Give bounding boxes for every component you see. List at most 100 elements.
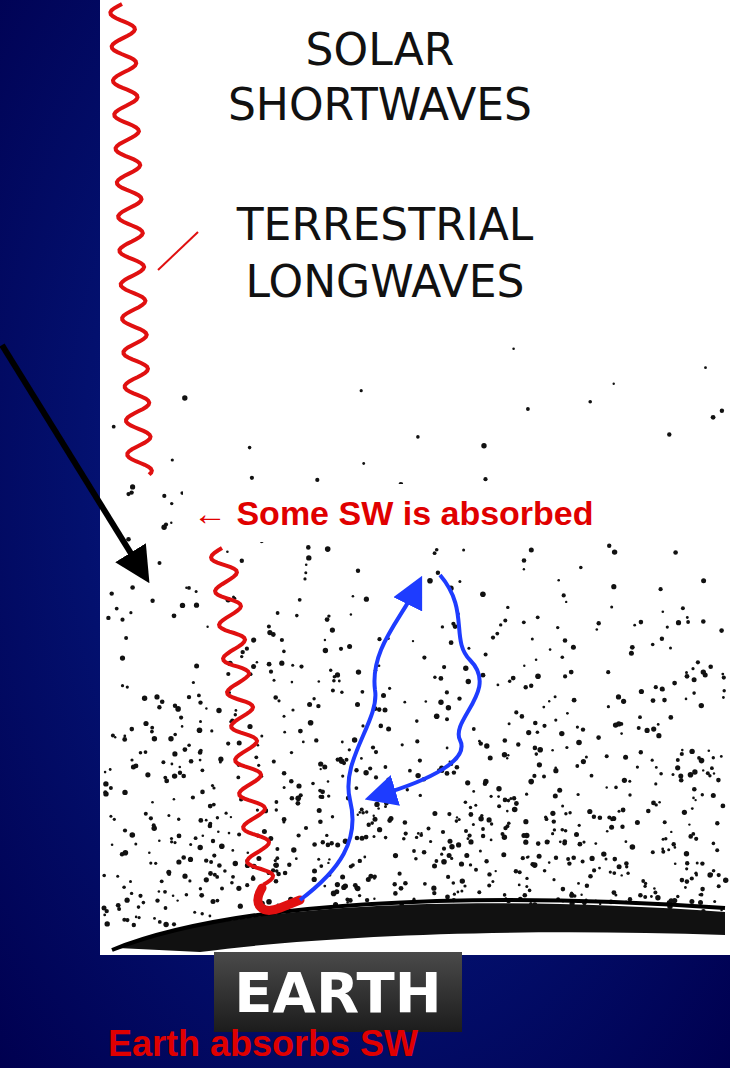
air-dot bbox=[331, 689, 335, 693]
air-dot bbox=[131, 764, 136, 769]
air-dot bbox=[113, 818, 116, 821]
air-dot bbox=[212, 854, 216, 858]
air-dot bbox=[150, 730, 154, 734]
air-dot bbox=[481, 834, 485, 838]
air-dot bbox=[373, 835, 376, 838]
air-dot bbox=[483, 782, 488, 787]
air-dot bbox=[149, 862, 152, 865]
air-dot bbox=[155, 898, 159, 902]
air-dot bbox=[273, 679, 276, 682]
air-dot bbox=[370, 821, 374, 825]
air-dot bbox=[682, 810, 687, 815]
air-dot bbox=[614, 786, 618, 790]
air-dot bbox=[432, 891, 436, 895]
air-dot bbox=[105, 909, 109, 913]
air-dot bbox=[282, 820, 285, 823]
air-dot bbox=[312, 697, 315, 700]
air-dot bbox=[710, 873, 713, 876]
air-dot bbox=[320, 768, 322, 770]
air-dot bbox=[251, 876, 256, 881]
air-dot bbox=[289, 779, 294, 784]
air-dot bbox=[126, 537, 131, 542]
air-dot bbox=[616, 694, 621, 699]
air-dot bbox=[199, 887, 202, 890]
air-dot bbox=[659, 772, 663, 776]
air-dot bbox=[676, 620, 681, 625]
air-dot bbox=[434, 713, 440, 719]
air-dot bbox=[484, 859, 488, 863]
longwave-down-arrow bbox=[380, 575, 480, 795]
air-dot bbox=[512, 807, 518, 813]
air-dot bbox=[692, 691, 696, 695]
air-dot bbox=[466, 854, 469, 857]
air-dot bbox=[713, 900, 716, 903]
air-dot bbox=[563, 674, 567, 678]
air-dot bbox=[601, 851, 606, 856]
air-dot bbox=[609, 871, 612, 874]
air-dot bbox=[274, 863, 279, 868]
air-dot bbox=[216, 816, 219, 819]
air-dot bbox=[438, 700, 443, 705]
air-dot bbox=[328, 858, 330, 860]
air-dot bbox=[542, 775, 546, 779]
air-dot bbox=[197, 694, 201, 698]
air-dot bbox=[668, 715, 673, 720]
air-dot bbox=[311, 782, 315, 786]
air-dot bbox=[358, 894, 361, 897]
air-dot bbox=[526, 407, 530, 411]
air-dot bbox=[105, 921, 110, 926]
air-dot bbox=[673, 550, 678, 555]
air-dot bbox=[340, 691, 343, 694]
air-dot bbox=[122, 737, 127, 742]
air-dot bbox=[507, 754, 509, 756]
air-dot bbox=[314, 738, 318, 742]
air-dot bbox=[654, 685, 658, 689]
air-dot bbox=[701, 793, 704, 796]
air-dot bbox=[487, 817, 492, 822]
air-dot bbox=[484, 652, 488, 656]
air-dot bbox=[120, 618, 124, 622]
air-dot bbox=[479, 850, 482, 853]
air-dot bbox=[384, 765, 388, 769]
air-dot bbox=[236, 886, 241, 891]
air-dot bbox=[611, 816, 616, 821]
air-dot bbox=[335, 672, 340, 677]
air-dot bbox=[298, 598, 302, 602]
air-dot bbox=[277, 699, 280, 702]
air-dot bbox=[452, 881, 456, 885]
air-dot bbox=[267, 630, 272, 635]
air-dot bbox=[692, 787, 697, 792]
air-dot bbox=[441, 859, 447, 865]
air-dot bbox=[660, 637, 664, 641]
air-dot bbox=[167, 814, 170, 817]
air-dot bbox=[463, 666, 468, 671]
air-dot bbox=[535, 674, 541, 680]
air-dot bbox=[170, 502, 173, 505]
air-dot bbox=[651, 850, 655, 854]
air-dot bbox=[662, 610, 665, 613]
air-dot bbox=[325, 546, 331, 552]
air-dot bbox=[188, 879, 191, 882]
air-dot bbox=[373, 815, 375, 817]
air-dot bbox=[699, 703, 704, 708]
air-dot bbox=[176, 859, 181, 864]
air-dot bbox=[464, 829, 468, 833]
air-dot bbox=[523, 665, 525, 667]
air-dot bbox=[363, 770, 368, 775]
air-dot bbox=[240, 655, 243, 658]
air-dot bbox=[542, 706, 545, 709]
air-dot bbox=[198, 700, 202, 704]
air-dot bbox=[533, 721, 538, 726]
air-dot bbox=[685, 671, 688, 674]
air-dot bbox=[490, 839, 493, 842]
air-dot bbox=[295, 795, 301, 801]
air-dot bbox=[183, 747, 188, 752]
air-dot bbox=[377, 807, 380, 810]
air-dot bbox=[459, 861, 464, 866]
air-dot bbox=[359, 811, 362, 814]
air-dot bbox=[576, 726, 579, 729]
air-dot bbox=[180, 603, 185, 608]
air-dot bbox=[279, 661, 284, 666]
air-dot bbox=[103, 914, 106, 917]
atmosphere-dots bbox=[102, 348, 729, 933]
